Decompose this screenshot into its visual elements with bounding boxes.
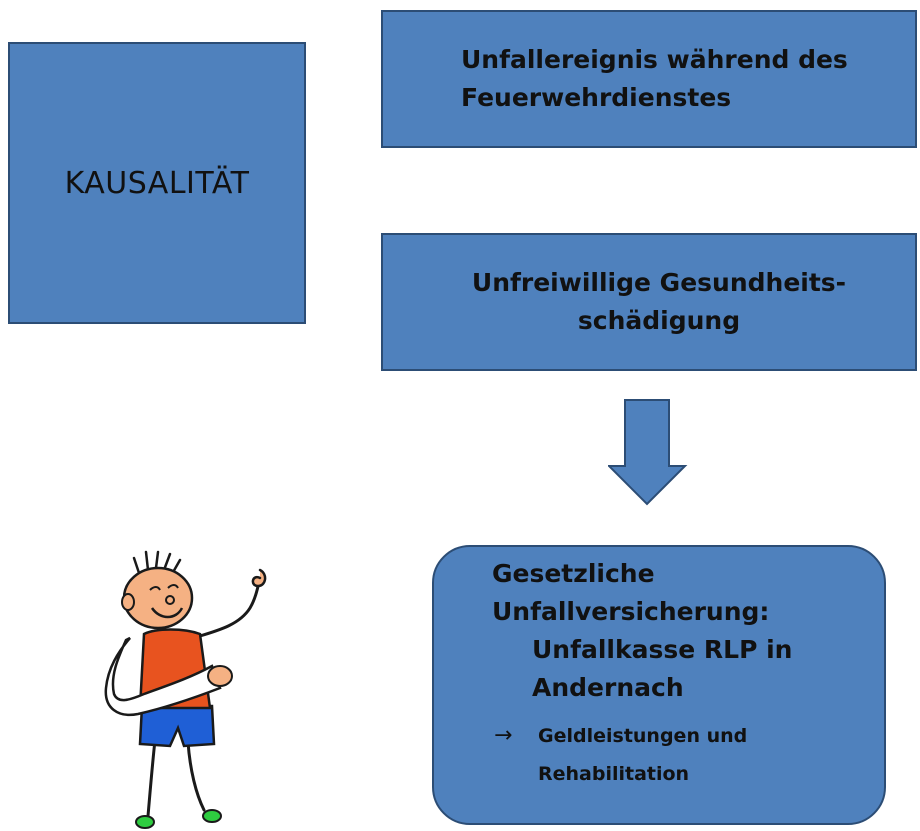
kausalitaet-box: KAUSALITÄT (8, 42, 306, 324)
health-damage-line-1: Unfreiwillige Gesundheits- (471, 268, 847, 297)
kausalitaet-label: KAUSALITÄT (64, 165, 250, 201)
insurance-line-4: Andernach (532, 673, 684, 702)
insurance-line-1: Gesetzliche (492, 559, 655, 588)
insurance-line-3: Unfallkasse RLP in (532, 635, 793, 664)
right-arrow-icon: → (494, 723, 513, 748)
accident-event-line-1: Unfallereignis während des (461, 45, 848, 74)
insurance-box: Gesetzliche Unfallversicherung: Unfallka… (432, 545, 886, 825)
accident-event-text: Unfallereignis während des Feuerwehrdien… (461, 41, 848, 117)
health-damage-box: Unfreiwillige Gesundheits- schädigung (381, 233, 917, 371)
injured-kid-illustration (104, 550, 267, 829)
health-damage-line-2: schädigung (577, 306, 741, 335)
accident-event-line-2: Feuerwehrdienstes (461, 83, 732, 112)
insurance-line-2: Unfallversicherung: (492, 597, 770, 626)
accident-event-box: Unfallereignis während des Feuerwehrdien… (381, 10, 917, 148)
insurance-line-6: Rehabilitation (538, 763, 690, 785)
insurance-line-5: Geldleistungen und (538, 725, 748, 747)
arrow-down-icon (608, 399, 688, 506)
health-damage-text: Unfreiwillige Gesundheits- schädigung (472, 264, 846, 340)
